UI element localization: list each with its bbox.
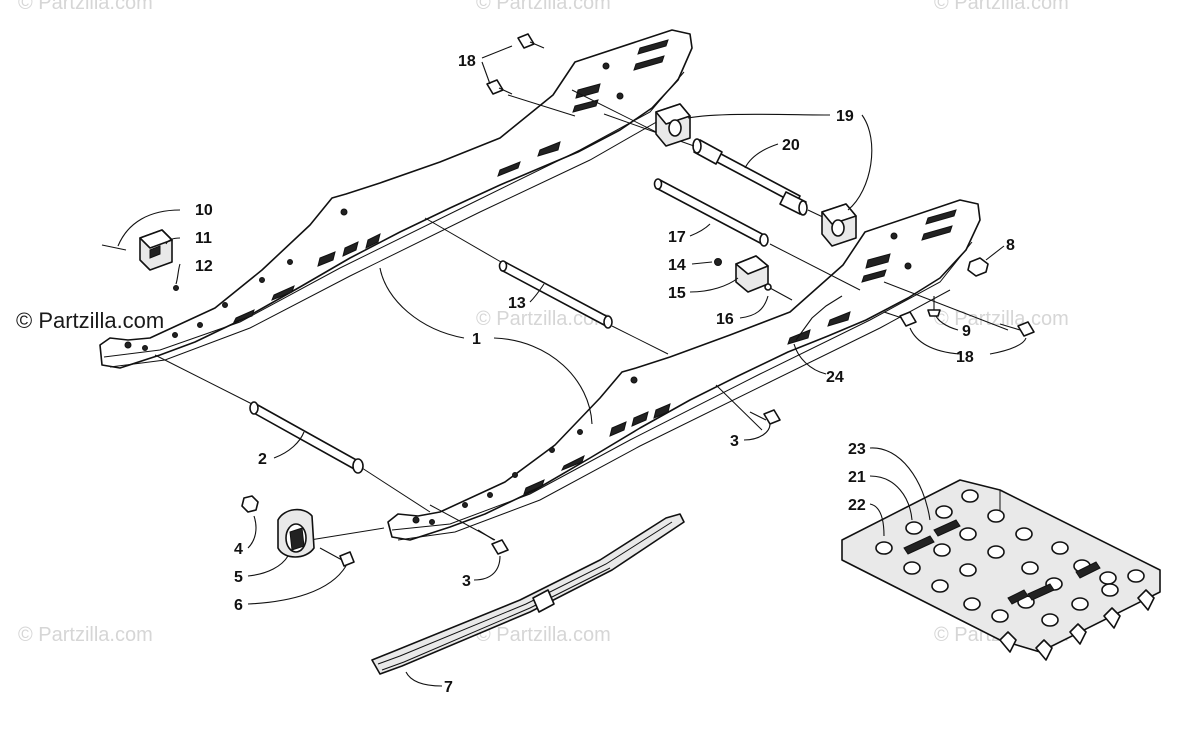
watermark-bottom-center: © Partzilla.com: [476, 624, 611, 646]
track-segment: [841, 479, 1161, 661]
block-15: [735, 255, 769, 293]
bolt-3-right: [749, 409, 781, 425]
bolt-3-lower: [477, 529, 509, 555]
track-underside-lugs: [999, 589, 1155, 661]
callout-17: 17: [668, 229, 686, 246]
left-slide-rail: [99, 29, 693, 369]
shaft-13: [424, 217, 669, 355]
callout-7: 7: [444, 679, 453, 696]
callout-11: 11: [195, 230, 212, 247]
watermark-top-center: © Partzilla.com: [476, 0, 611, 14]
callout-4: 4: [234, 541, 243, 558]
callout-labels: 18 19 20 10 11 12 17 8 14 15 13 16 9 1 1…: [195, 53, 1015, 696]
bolt-18-right-b: [999, 321, 1035, 337]
callout-13: 13: [508, 295, 526, 312]
nut-4: [241, 495, 259, 513]
shaft-20: [692, 138, 808, 216]
block-19-upper: [655, 103, 691, 147]
callout-3-lower: 3: [462, 573, 471, 590]
callout-3-right: 3: [730, 433, 739, 450]
nut-14: [714, 258, 722, 266]
callout-24: 24: [826, 369, 844, 386]
callout-2: 2: [258, 451, 267, 468]
watermark-mid-right: © Partzilla.com: [934, 308, 1069, 330]
callout-8: 8: [1006, 237, 1015, 254]
callout-6: 6: [234, 597, 243, 614]
right-rail-slots: [412, 209, 957, 525]
pin-10: [101, 244, 127, 251]
callout-18-top: 18: [458, 53, 476, 70]
callout-9: 9: [962, 323, 971, 340]
callout-20: 20: [782, 137, 800, 154]
watermark-bottom-left: © Partzilla.com: [18, 624, 153, 646]
callout-5: 5: [234, 569, 243, 586]
nut-8: [967, 257, 989, 277]
callout-1: 1: [472, 331, 481, 348]
callout-14: 14: [668, 257, 686, 274]
callout-16: 16: [716, 311, 734, 328]
watermark-top-left: © Partzilla.com: [18, 0, 153, 14]
watermark-top-right: © Partzilla.com: [934, 0, 1069, 14]
watermark-main: © Partzilla.com: [16, 308, 165, 333]
screw-6: [319, 547, 355, 567]
bolt-9: [927, 296, 941, 317]
track-clips: [903, 519, 1101, 605]
callout-22: 22: [848, 497, 866, 514]
callout-15: 15: [668, 285, 686, 302]
block-11: [139, 229, 173, 271]
callout-10: 10: [195, 202, 213, 219]
bolt-18-top-b: [486, 79, 513, 95]
callout-21: 21: [848, 469, 866, 486]
watermark-mid-center: © Partzilla.com: [476, 308, 611, 330]
shaft-17: [653, 178, 769, 247]
screw-16: [764, 283, 793, 301]
pin-12: [173, 285, 179, 291]
leader-lines: [117, 45, 1027, 687]
callout-23: 23: [848, 441, 866, 458]
bolt-18-top-a: [517, 33, 545, 49]
callout-19: 19: [836, 108, 854, 125]
right-slide-rail: [387, 199, 981, 541]
left-rail-slots: [124, 39, 669, 351]
bolt-18-right-a: [883, 311, 917, 327]
block-19-lower: [821, 203, 857, 247]
callout-18-right: 18: [956, 349, 974, 366]
callout-12: 12: [195, 258, 213, 275]
shaft-2: [154, 354, 431, 513]
wear-block-5: [277, 508, 315, 558]
wear-strip-7: [371, 513, 685, 675]
